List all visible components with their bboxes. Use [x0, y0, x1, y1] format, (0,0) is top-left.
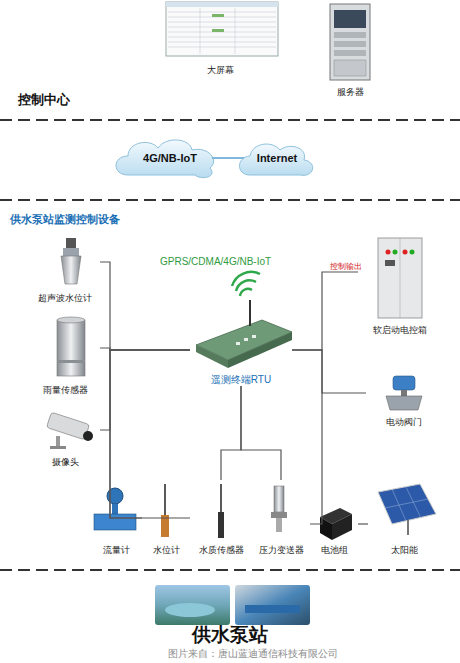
connector-line [100, 350, 190, 430]
connector-line [110, 350, 190, 518]
server-rack [330, 4, 370, 80]
level-probe [161, 484, 169, 537]
device-node: 超声波水位计 [30, 234, 100, 304]
node-label: 4G/NB-IoT [143, 152, 197, 164]
node-label: 流量计 [103, 544, 130, 556]
connector-line [110, 350, 190, 518]
text-label: GPRS/CDMA/4G/NB-IoT [160, 256, 271, 268]
device-node: Internet [244, 145, 310, 171]
device-node: 流量计 [90, 480, 142, 556]
wireless-icon [232, 272, 260, 296]
device-node: 水质传感器 [190, 480, 252, 556]
device-node: 水位计 [142, 480, 190, 556]
node-label: 遥测终端RTU [211, 374, 271, 386]
ultrasonic-sensor [61, 238, 81, 284]
device-node: 电动阀门 [366, 370, 442, 428]
connector-line [292, 272, 358, 350]
device-node: 压力变送器 [252, 480, 310, 556]
device-node: 软启动电控箱 [358, 232, 442, 336]
connector-line [358, 523, 368, 524]
device-node: 太阳能 [368, 480, 440, 556]
text-label: 供水泵站监测控制设备 [10, 213, 120, 226]
node-label: 软启动电控箱 [373, 324, 427, 336]
node-label: 电动阀门 [386, 416, 422, 428]
text-label: 控制中心 [18, 92, 70, 108]
node-label: 雨量传感器 [43, 384, 88, 396]
text-label: 图片来自：唐山蓝迪通信科技有限公司 [168, 648, 338, 660]
node-label: Internet [257, 152, 297, 164]
connector-line [292, 350, 366, 393]
cloud-shape [116, 140, 313, 178]
device-node: 服务器 [318, 0, 382, 98]
quality-probe [218, 484, 224, 538]
device-node: 雨量传感器 [30, 316, 100, 396]
node-label: 压力变送器 [259, 544, 304, 556]
connector-line [212, 157, 244, 159]
solar-panel [378, 484, 436, 535]
rtu-device [196, 300, 292, 368]
device-node: 遥测终端RTU [190, 298, 292, 386]
node-label: 摄像头 [52, 456, 79, 468]
node-label: 水质传感器 [199, 544, 244, 556]
connector-line [100, 348, 190, 350]
rain-gauge [57, 317, 85, 376]
connector-line [241, 386, 281, 480]
node-label: 大屏幕 [207, 64, 234, 76]
node-label: 水位计 [153, 544, 180, 556]
pressure-transmitter [271, 486, 287, 532]
connector-line [292, 350, 322, 524]
node-label: 服务器 [337, 86, 364, 98]
device-node: 电池组 [310, 480, 358, 556]
device-node: 大屏幕 [160, 0, 280, 76]
node-label: 太阳能 [391, 544, 418, 556]
caption: 供水泵站 [0, 624, 460, 647]
connector-line [221, 386, 241, 480]
battery-pack [320, 508, 352, 540]
screen-image [166, 2, 278, 56]
node-label: 超声波水位计 [38, 292, 92, 304]
control-cabinet [378, 238, 422, 318]
text-label: 控制输出 [330, 262, 362, 272]
flow-meter [94, 488, 136, 530]
site-photo [155, 585, 310, 625]
electric-valve [386, 376, 422, 410]
device-node: 摄像头 [30, 404, 100, 468]
camera-icon [47, 412, 93, 449]
connector-line [100, 262, 190, 350]
separator-line [0, 120, 460, 570]
device-node: 4G/NB-IoT [128, 145, 212, 171]
node-label: 电池组 [321, 544, 348, 556]
